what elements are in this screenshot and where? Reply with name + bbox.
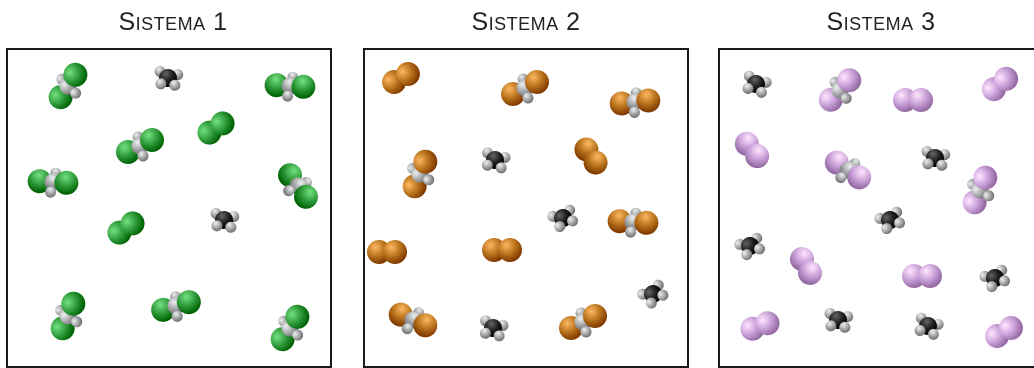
molecule-br2 bbox=[367, 240, 407, 264]
molecule-br2 bbox=[382, 62, 420, 94]
molecule-br2 bbox=[574, 137, 608, 175]
molecule-ch4 bbox=[210, 208, 240, 233]
molecule-cl2 bbox=[197, 111, 235, 145]
sistema-3-box bbox=[718, 48, 1034, 368]
molecule-ch4 bbox=[547, 204, 579, 233]
molecule-cl2 bbox=[107, 211, 145, 245]
sistema-2-molecules bbox=[367, 62, 669, 342]
sistema-2-box bbox=[363, 48, 689, 368]
molecule-ch4 bbox=[921, 146, 951, 171]
molecule-ch2cl2 bbox=[50, 291, 86, 341]
sistema-2-title: Sistema 2 bbox=[471, 8, 581, 36]
sistema-1-molecules bbox=[27, 62, 318, 352]
molecule-ch4 bbox=[481, 147, 511, 174]
molecule-ch4 bbox=[637, 279, 669, 309]
molecule-i2 bbox=[902, 264, 942, 288]
molecule-ch2cl2 bbox=[48, 62, 88, 110]
molecule-ch2br2 bbox=[609, 87, 661, 118]
molecule-ch2cl2 bbox=[278, 163, 318, 209]
molecule-ch4 bbox=[979, 264, 1011, 293]
molecule-i2 bbox=[790, 247, 822, 285]
molecule-ch2br2 bbox=[388, 302, 438, 338]
molecule-ch2cl2 bbox=[270, 304, 310, 352]
molecule-ch4 bbox=[914, 312, 944, 340]
molecule-ch2cl2 bbox=[116, 128, 164, 164]
sistema-3-title: Sistema 3 bbox=[826, 8, 936, 36]
molecule-i2 bbox=[981, 66, 1019, 102]
molecule-ch2br2 bbox=[559, 304, 607, 340]
molecule-ch2i2 bbox=[824, 150, 872, 190]
molecule-i2 bbox=[985, 316, 1023, 348]
molecule-i2 bbox=[740, 311, 780, 341]
molecule-ch2cl2 bbox=[151, 290, 201, 322]
molecule-ch2i2 bbox=[962, 165, 998, 215]
molecule-ch2cl2 bbox=[27, 167, 79, 198]
molecule-ch2br2 bbox=[501, 70, 549, 106]
molecule-ch4 bbox=[479, 315, 509, 342]
sistema-3-molecules bbox=[734, 66, 1023, 348]
molecule-ch2i2 bbox=[818, 68, 862, 112]
molecule-br2 bbox=[482, 238, 522, 262]
sistema-1-title: Sistema 1 bbox=[118, 8, 228, 36]
molecule-i2 bbox=[893, 88, 933, 112]
sistema-1-box bbox=[6, 48, 332, 368]
molecule-i2 bbox=[734, 131, 770, 169]
molecule-ch4 bbox=[824, 308, 854, 333]
molecule-ch2br2 bbox=[402, 149, 438, 199]
molecule-ch2cl2 bbox=[264, 71, 316, 102]
molecule-ch4 bbox=[874, 206, 906, 235]
molecule-ch4 bbox=[734, 232, 766, 261]
molecule-ch2br2 bbox=[607, 207, 659, 238]
molecule-ch4 bbox=[742, 70, 772, 98]
molecule-ch4 bbox=[154, 66, 184, 91]
